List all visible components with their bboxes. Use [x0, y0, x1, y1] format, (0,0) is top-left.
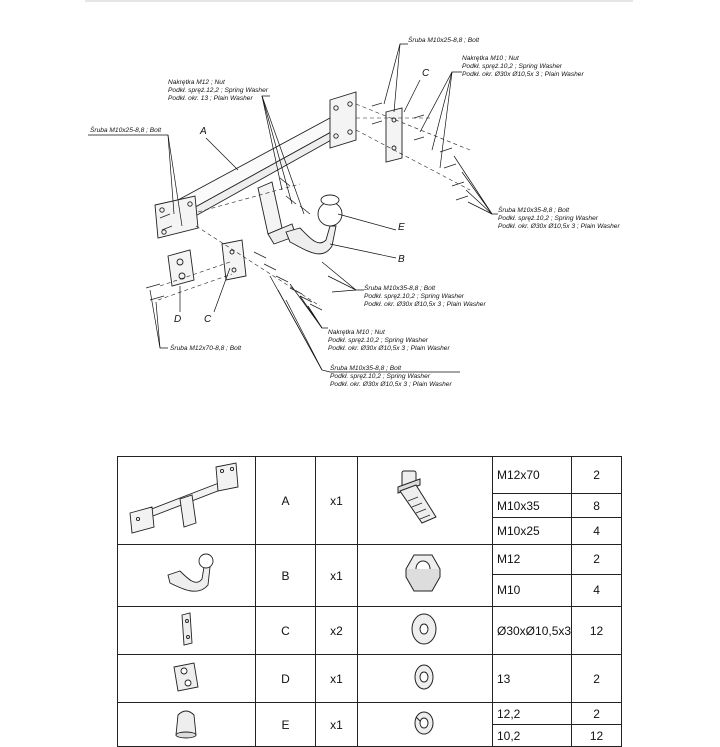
part-e-image — [117, 702, 256, 747]
hw-qty-spring-washer-10: 12 — [571, 724, 623, 747]
crossbar-part-a — [154, 91, 357, 245]
bracket-part-c-low — [221, 239, 247, 281]
parts-table: A x1 M12x70 2 M10x35 8 M10x25 4 — [117, 455, 623, 747]
towball-arm-icon — [167, 553, 214, 592]
plain-washer-icon — [411, 613, 437, 645]
callout-nut-m10-top-line1: Nakrętka M10 ; Nut — [462, 55, 520, 62]
bracket-d-icon — [173, 662, 199, 692]
callout-bolt-low-line1: Śruba M10x35-8,8 ; Bolt — [330, 363, 402, 372]
part-b-image — [117, 544, 256, 607]
bolt-icon — [397, 470, 437, 524]
hw-qty-washer-13: 2 — [571, 654, 623, 703]
hw-size-washer-13: 13 — [491, 654, 573, 703]
hw-size-spring-washer-12: 12,2 — [491, 702, 573, 725]
hw-qty-m12: 2 — [571, 544, 623, 575]
part-b-qty: x1 — [315, 544, 358, 607]
callout-bolt-top: Śruba M10x25-8,8 ; Bolt — [408, 35, 480, 44]
part-letter-c-low: C — [204, 314, 212, 325]
callout-bolt-mid-line3: Podkł. okr. Ø30x Ø10,5x 3 ; Plain Washer — [364, 301, 486, 308]
callout-nut-m12-line3: Podkł. okr. 13 ; Plain Washer — [168, 95, 253, 102]
part-a-qty: x1 — [315, 456, 358, 545]
part-c-letter: C — [255, 606, 316, 655]
part-b-letter: B — [255, 544, 316, 607]
exploded-assembly-drawing: Śruba M10x25-8,8 ; Bolt Nakrętka M10 ; N… — [88, 35, 620, 388]
hw-qty-m12x70: 2 — [571, 455, 623, 495]
callout-nut-m10-top-line2: Podkł. spręż.10,2 ; Spring Washer — [462, 63, 563, 70]
hw-size-m12x70: M12x70 — [491, 455, 573, 495]
callout-nut-m10-mid-line2: Podkł. spręż.10,2 ; Spring Washer — [328, 337, 429, 344]
hex-nut-icon — [405, 554, 441, 592]
bracket-part-c-top — [385, 107, 403, 163]
part-letter-a: A — [199, 126, 207, 137]
washer-13-icon — [414, 664, 434, 690]
bracket-c-icon — [181, 612, 193, 646]
part-c-qty: x2 — [315, 606, 358, 655]
hw-size-m10x35: M10x35 — [491, 493, 573, 519]
hw-qty-plain-washer: 12 — [571, 606, 623, 655]
callout-bolt-mid-line1: Śruba M10x35-8,8 ; Bolt — [364, 283, 436, 292]
part-a-letter: A — [255, 456, 316, 545]
hw-qty-m10: 4 — [571, 573, 623, 608]
hw-size-m10: M10 — [491, 573, 573, 608]
washer-13-image — [357, 654, 493, 703]
part-c-image — [117, 606, 256, 655]
plain-washer-image — [357, 606, 493, 655]
callout-bolt-low-line3: Podkł. okr. Ø30x Ø10,5x 3 ; Plain Washer — [330, 381, 452, 388]
part-d-letter: D — [255, 654, 316, 703]
bracket-part-d — [167, 249, 195, 287]
spring-washer-image — [357, 702, 493, 747]
top-rule — [85, 0, 633, 2]
callout-bolt-right-line3: Podkł. okr. Ø30x Ø10,5x 3 ; Plain Washer — [498, 223, 620, 230]
callout-bolt-right-line1: Śruba M10x35-8,8 ; Bolt — [498, 205, 570, 214]
spring-washer-icon — [414, 711, 434, 735]
part-d-qty: x1 — [315, 654, 358, 703]
callout-nut-m10-top-line3: Podkł. okr. Ø30x Ø10,5x 3 ; Plain Washer — [462, 71, 584, 78]
callout-bolt-right-line2: Podkł. spręż.10,2 ; Spring Washer — [498, 215, 599, 222]
hw-size-m10x25: M10x25 — [491, 517, 573, 545]
part-letter-e: E — [398, 222, 405, 233]
nut-image — [357, 544, 493, 607]
callout-nut-m10-mid-line3: Podkł. okr. Ø30x Ø10,5x 3 ; Plain Washer — [328, 345, 450, 352]
callout-bolt-low-line2: Podkł. spręż.10,2 ; Spring Washer — [330, 373, 431, 380]
callout-bolt-mid-line2: Podkł. spręż.10,2 ; Spring Washer — [364, 293, 465, 300]
callout-bolt-m12: Śruba M12x70-8,8 ; Bolt — [170, 343, 242, 352]
callout-nut-m12-line2: Podkł. spręż.12,2 ; Spring Washer — [168, 87, 269, 94]
hw-qty-spring-washer-12: 2 — [571, 702, 623, 725]
hw-size-spring-washer-10: 10,2 — [491, 724, 573, 747]
crossbar-icon — [129, 462, 239, 534]
part-letter-c-top: C — [422, 68, 430, 79]
callout-nut-m12-line1: Nakrętka M12 ; Nut — [168, 79, 226, 86]
callout-bolt-left: Śruba M10x25-8,8 ; Bolt — [90, 125, 162, 134]
towball-arm-part-b — [285, 194, 343, 255]
tow-ball-cap-icon — [175, 710, 197, 739]
bolt-image — [357, 456, 493, 545]
part-d-image — [117, 654, 256, 703]
hw-qty-m10x25: 4 — [571, 517, 623, 545]
part-letter-b: B — [398, 254, 405, 265]
part-a-image — [117, 456, 256, 545]
callout-nut-m10-mid-line1: Nakrętka M10 ; Nut — [328, 329, 386, 336]
hw-size-m12: M12 — [491, 544, 573, 575]
hw-size-plain-washer: Ø30xØ10,5x3 — [491, 606, 573, 655]
part-letter-d: D — [174, 314, 181, 325]
part-e-letter: E — [255, 702, 316, 747]
hw-qty-m10x35: 8 — [571, 493, 623, 519]
part-e-qty: x1 — [315, 702, 358, 747]
